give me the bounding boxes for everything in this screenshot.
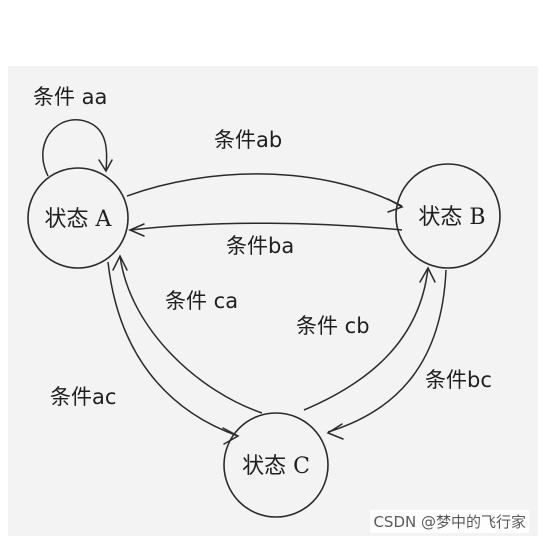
edge-aa: 条件 aa xyxy=(33,85,113,177)
node-state-a: 状态 A xyxy=(27,167,129,269)
edge-ab: 条件ab xyxy=(126,128,404,213)
edge-ca-label: 条件 ca xyxy=(165,289,238,313)
edge-ba: 条件ba xyxy=(128,222,403,258)
edge-bc-label: 条件bc xyxy=(425,368,492,392)
edge-ab-label: 条件ab xyxy=(214,128,282,152)
edge-ba-label: 条件ba xyxy=(226,234,294,258)
edge-aa-label: 条件 aa xyxy=(33,85,107,109)
edge-ac: 条件ac xyxy=(50,261,240,445)
watermark: CSDN @梦中的飞行家 xyxy=(370,510,529,533)
edge-bc: 条件bc xyxy=(326,269,492,440)
edge-ac-label: 条件ac xyxy=(50,385,116,409)
node-state-b: 状态 B xyxy=(395,163,501,269)
node-state-c: 状态 C xyxy=(223,412,329,518)
diagram-background xyxy=(8,66,538,536)
edge-ca: 条件 ca xyxy=(112,254,263,414)
edge-cb: 条件 cb xyxy=(296,266,436,411)
node-state-c-label: 状态 C xyxy=(242,454,310,479)
edge-cb-label: 条件 cb xyxy=(296,314,370,338)
node-state-a-label: 状态 A xyxy=(45,207,113,232)
node-state-b-label: 状态 B xyxy=(418,205,485,230)
